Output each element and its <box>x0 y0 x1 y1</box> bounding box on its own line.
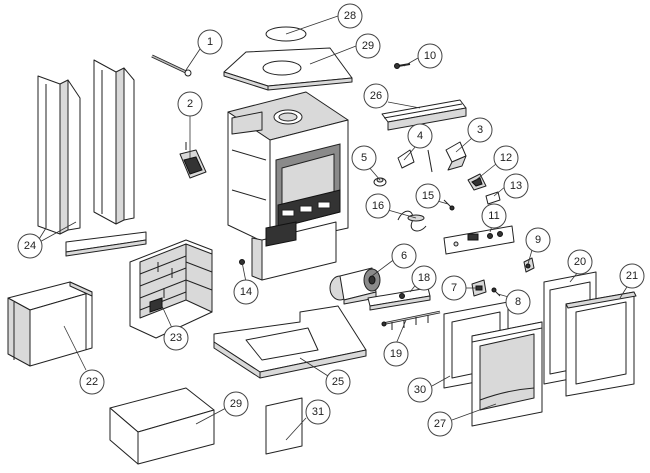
callout-23-label: 23 <box>170 332 182 344</box>
callout-1: 1 <box>197 29 223 55</box>
callout-22: 22 <box>79 369 105 395</box>
part-10-screw <box>394 63 411 69</box>
callout-15: 15 <box>415 183 441 209</box>
part-29-box <box>109 387 215 465</box>
callout-29-top-label: 29 <box>362 40 374 52</box>
callout-21: 21 <box>619 263 645 289</box>
callout-23: 23 <box>163 325 189 351</box>
callout-25: 25 <box>325 369 351 395</box>
callout-14: 14 <box>233 279 259 305</box>
part-31-panel <box>265 397 303 455</box>
callout-4-label: 4 <box>417 130 423 142</box>
part-13-tab <box>485 191 501 205</box>
part-1-rod <box>151 54 192 77</box>
firebox-body <box>227 91 349 281</box>
part-15-pin <box>443 199 455 211</box>
callout-6: 6 <box>391 243 417 269</box>
part-5-knob <box>373 177 387 187</box>
callout-28-label: 28 <box>344 10 356 22</box>
part-7-sensor <box>471 279 487 297</box>
part-19-burner-rail <box>381 310 441 330</box>
part-4-clip <box>397 149 433 173</box>
callout-10: 10 <box>417 43 443 69</box>
callout-12-label: 12 <box>500 152 512 164</box>
part-18-rail <box>367 287 431 311</box>
callout-6-label: 6 <box>401 250 407 262</box>
part-25-hearth-plate <box>213 305 367 379</box>
callout-13: 13 <box>503 173 529 199</box>
part-27-door <box>471 321 543 427</box>
callout-2: 2 <box>177 91 203 117</box>
part-22-base-frame <box>7 281 93 367</box>
part-29-top-plate <box>223 47 353 91</box>
callout-18-label: 18 <box>418 272 430 284</box>
callout-29-top: 29 <box>355 33 381 59</box>
callout-11-label: 11 <box>488 210 499 222</box>
part-26-trim-bar <box>381 99 467 131</box>
part-8-small-pin <box>491 287 501 297</box>
callout-14-label: 14 <box>240 286 252 298</box>
part-2-bracket <box>179 142 207 179</box>
callout-18: 18 <box>411 265 437 291</box>
callout-29-bottom-label: 29 <box>230 398 242 410</box>
callout-29-bottom: 29 <box>223 391 249 417</box>
callout-2-label: 2 <box>187 98 193 110</box>
callout-13-label: 13 <box>510 180 522 192</box>
callout-20: 20 <box>567 249 593 275</box>
callout-9-label: 9 <box>535 234 541 246</box>
callout-31: 31 <box>305 399 331 425</box>
callout-12: 12 <box>493 145 519 171</box>
callout-26-label: 26 <box>370 90 382 102</box>
leader-lines <box>35 15 631 441</box>
callout-20-label: 20 <box>574 256 586 268</box>
callout-19: 19 <box>383 341 409 367</box>
callout-24-label: 24 <box>24 240 36 252</box>
callout-24: 24 <box>17 233 43 259</box>
callout-8-label: 8 <box>515 296 521 308</box>
part-21-door-frame <box>565 291 637 397</box>
callout-8: 8 <box>505 289 531 315</box>
callout-5: 5 <box>351 145 377 171</box>
callout-27: 27 <box>427 411 453 437</box>
callout-5-label: 5 <box>361 152 367 164</box>
callout-27-label: 27 <box>434 418 446 430</box>
callout-30-label: 30 <box>414 384 426 396</box>
callout-19-label: 19 <box>390 348 402 360</box>
callout-9: 9 <box>525 227 551 253</box>
callout-21-label: 21 <box>626 270 638 282</box>
part-12-connector <box>467 173 487 191</box>
callout-7-label: 7 <box>451 282 457 294</box>
callout-3: 3 <box>467 117 493 143</box>
callout-26: 26 <box>363 83 389 109</box>
callout-3-label: 3 <box>477 124 483 136</box>
callout-15-label: 15 <box>422 190 434 202</box>
callout-1-label: 1 <box>207 36 213 48</box>
callout-31-label: 31 <box>312 406 324 418</box>
callout-4: 4 <box>407 123 433 149</box>
part-11-control-panel <box>443 225 515 255</box>
callout-25-label: 25 <box>332 376 344 388</box>
callout-10-label: 10 <box>424 50 436 62</box>
callout-16-label: 16 <box>372 200 384 212</box>
part-23-brick-lining <box>129 239 213 339</box>
callout-22-label: 22 <box>86 376 98 388</box>
callout-16: 16 <box>365 193 391 219</box>
callout-11: 11 <box>481 203 507 229</box>
part-24-side-panels <box>37 59 147 257</box>
callout-30: 30 <box>407 377 433 403</box>
callout-28: 28 <box>337 3 363 29</box>
callout-7: 7 <box>441 275 467 301</box>
part-6-blower <box>329 267 381 305</box>
